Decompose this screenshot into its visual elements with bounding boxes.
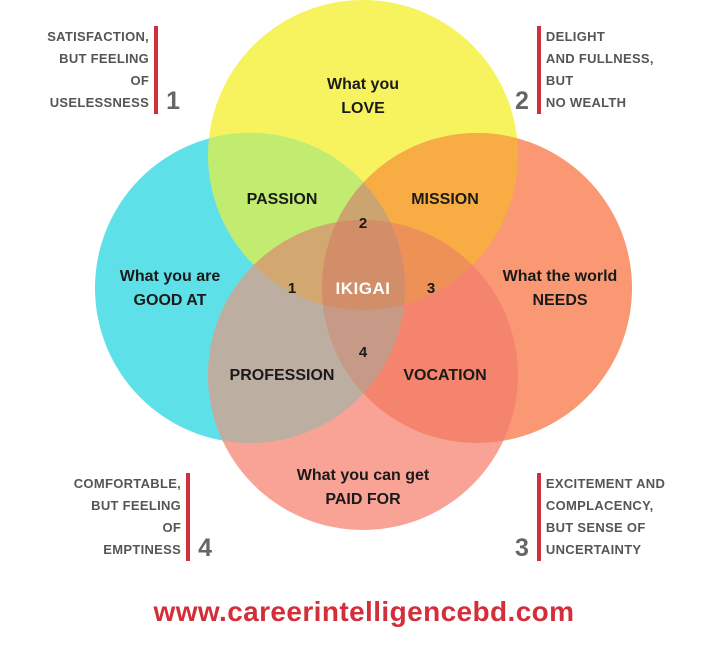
corner-note-1-text: SATISFACTION, BUT FEELING OF USELESSNESS [47, 29, 150, 110]
paid-for-label-line1: What you can get [297, 467, 430, 484]
corner-note-3-number: 3 [515, 534, 529, 562]
passion-label: PASSION [247, 191, 318, 208]
world-needs-label-line2: NEEDS [532, 292, 587, 309]
paid-for-label-line2: PAID FOR [325, 491, 401, 508]
corner-note-4-bar [186, 473, 191, 561]
corner-note-3-bar [536, 473, 541, 561]
corner-note-2-text: DELIGHT AND FULLNESS, BUT NO WEALTH [545, 29, 654, 110]
corner-note-4: COMFORTABLE, BUT FEELING OF EMPTINESS 4 [74, 473, 212, 561]
overlap-vocation [322, 220, 518, 443]
corner-note-1-number: 1 [166, 87, 180, 115]
region-number-4: 4 [359, 344, 368, 361]
corner-note-3-text: EXCITEMENT AND COMPLACENCY, BUT SENSE OF… [545, 476, 666, 557]
good-at-label-line1: What you are [120, 268, 221, 285]
ikigai-label: IKIGAI [336, 279, 391, 298]
corner-note-3: 3 EXCITEMENT AND COMPLACENCY, BUT SENSE … [515, 473, 665, 561]
corner-note-2-number: 2 [515, 87, 529, 115]
corner-note-4-number: 4 [198, 534, 212, 562]
world-needs-label-line1: What the world [503, 268, 618, 285]
mission-label: MISSION [411, 191, 479, 208]
region-number-3: 3 [427, 280, 435, 297]
overlap-profession [208, 220, 405, 443]
love-label-line2: LOVE [341, 100, 385, 117]
corner-note-4-text: COMFORTABLE, BUT FEELING OF EMPTINESS [73, 476, 182, 557]
corner-note-1: SATISFACTION, BUT FEELING OF USELESSNESS… [47, 26, 180, 114]
corner-note-2: 2 DELIGHT AND FULLNESS, BUT NO WEALTH [515, 26, 654, 114]
vocation-label: VOCATION [403, 367, 486, 384]
love-label-line1: What you [327, 76, 399, 93]
profession-label: PROFESSION [230, 367, 335, 384]
website-url: www.careerintelligencebd.com [153, 596, 575, 627]
corner-note-1-bar [154, 26, 159, 114]
corner-note-2-bar [536, 26, 541, 114]
region-number-1: 1 [288, 280, 296, 297]
region-number-2: 2 [359, 215, 367, 232]
good-at-label-line2: GOOD AT [134, 292, 207, 309]
